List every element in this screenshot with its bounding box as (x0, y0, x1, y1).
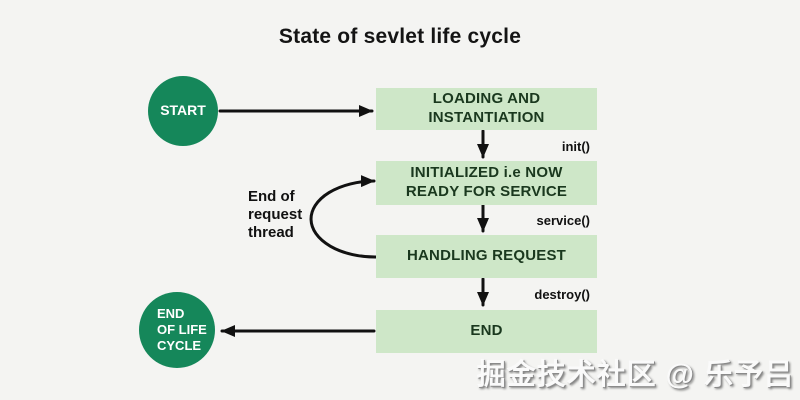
state-box-handling-request: HANDLING REQUEST (376, 235, 597, 278)
end-of-life-node: END OF LIFE CYCLE (139, 292, 215, 368)
state-box-loading-and-instantiation: LOADING AND INSTANTIATION (376, 88, 597, 130)
method-label-init: init() (561, 139, 590, 154)
arrow-loop-handling-to-initialized (309, 175, 378, 259)
page-title: State of sevlet life cycle (278, 25, 522, 48)
watermark: 掘金技术社区 @ 乐予吕 (476, 359, 794, 391)
state-box-end: END (376, 310, 597, 353)
method-label-service: service() (536, 213, 590, 228)
start-node: START (148, 76, 218, 146)
method-label-destroy: destroy() (534, 287, 590, 302)
state-box-initialized-ready-for-service: INITIALIZED i.e NOW READY FOR SERVICE (376, 161, 597, 205)
loop-label-end-of-request-thread: End of request thread (248, 188, 303, 241)
